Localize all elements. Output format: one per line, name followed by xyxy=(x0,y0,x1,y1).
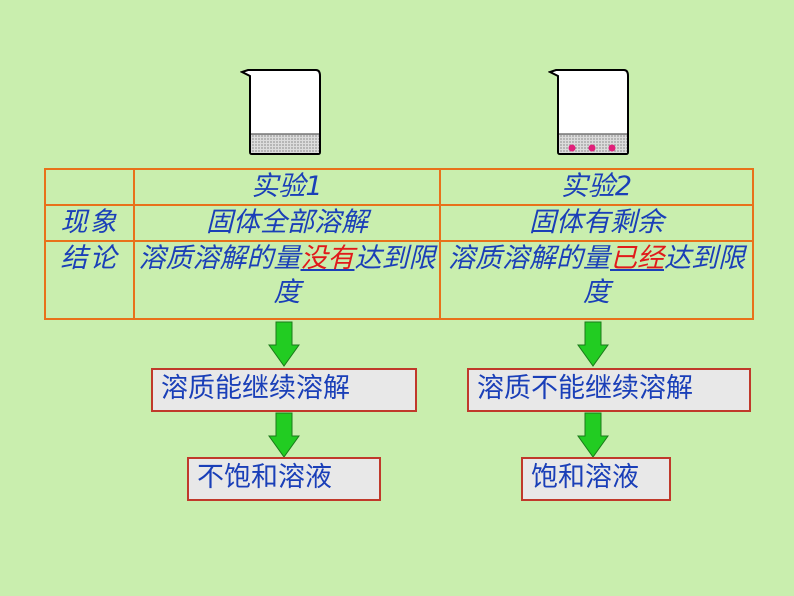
experiment-table: 实验1 实验2 现象 固体全部溶解 固体有剩余 结论 溶质溶解的量没有达到限度 … xyxy=(44,168,754,320)
left-step2-box: 不饱和溶液 xyxy=(187,457,381,501)
undissolved-solid-particle xyxy=(588,144,596,152)
down-arrow-icon xyxy=(268,321,300,367)
row-label-conclusion: 结论 xyxy=(44,240,135,320)
conclusion-suffix: 达到限度 xyxy=(273,243,436,308)
beaker-experiment-1-icon xyxy=(240,69,321,155)
conclusion-blank-answer: 已经 xyxy=(610,243,664,274)
down-arrow-icon xyxy=(577,321,609,367)
conclusion-experiment-1: 溶质溶解的量没有达到限度 xyxy=(133,240,441,320)
phenomenon-experiment-2: 固体有剩余 xyxy=(439,204,754,242)
undissolved-solid-particle xyxy=(568,144,576,152)
left-step1-box: 溶质能继续溶解 xyxy=(151,368,417,412)
header-experiment-1: 实验1 xyxy=(133,168,441,206)
down-arrow-icon xyxy=(577,412,609,458)
right-step1-box: 溶质不能继续溶解 xyxy=(467,368,751,412)
beaker-experiment-2-icon xyxy=(548,69,629,155)
phenomenon-experiment-1: 固体全部溶解 xyxy=(133,204,441,242)
conclusion-prefix: 溶质溶解的量 xyxy=(138,243,301,274)
conclusion-experiment-2: 溶质溶解的量已经达到限度 xyxy=(439,240,754,320)
conclusion-prefix: 溶质溶解的量 xyxy=(448,243,610,274)
header-experiment-2: 实验2 xyxy=(439,168,754,206)
down-arrow-icon xyxy=(268,412,300,458)
conclusion-suffix: 达到限度 xyxy=(583,243,745,308)
undissolved-solid-particle xyxy=(608,144,616,152)
table-corner-cell xyxy=(44,168,135,206)
row-label-phenomenon: 现象 xyxy=(44,204,135,242)
right-step2-box: 饱和溶液 xyxy=(521,457,671,501)
conclusion-blank-answer: 没有 xyxy=(300,243,355,274)
